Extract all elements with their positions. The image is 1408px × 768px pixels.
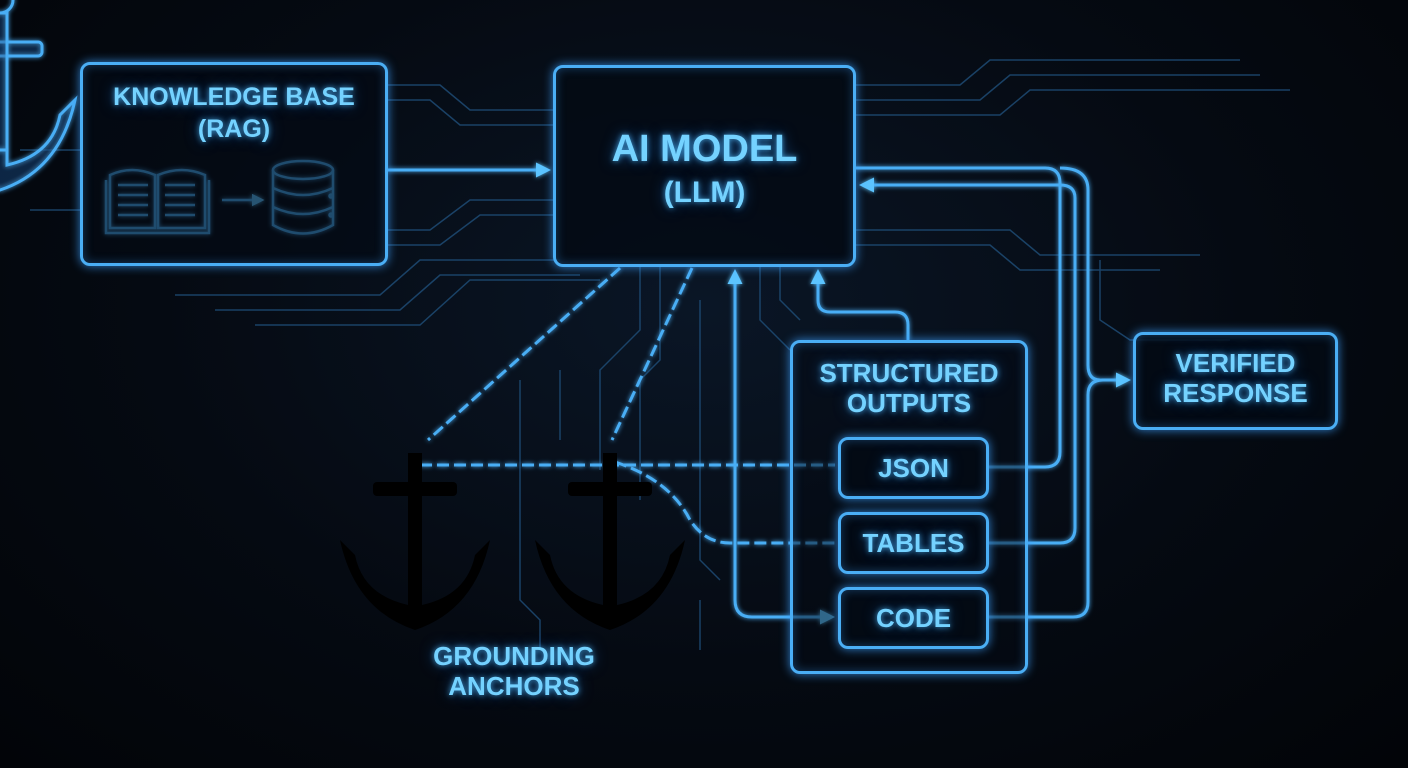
ai-to-verified-line (1059, 166, 1101, 382)
output-code: CODE (838, 587, 989, 649)
ai-to-code-arrow (733, 599, 835, 625)
title-line-1: STRUCTURED (819, 358, 999, 388)
grounding-line-1: GROUNDING (433, 641, 595, 671)
grounding-line-2: ANCHORS (448, 670, 580, 701)
anchor-icon (533, 425, 687, 632)
output-json: JSON (838, 437, 989, 499)
tables-feedback-line (859, 177, 1077, 545)
grounding-anchors-label: GROUNDING ANCHORS (394, 641, 634, 702)
output-tables-label: TABLES (862, 528, 965, 558)
ai-model-box: AI MODEL (LLM) (553, 65, 856, 267)
circuit-traces (20, 59, 1290, 650)
json-feedback-line (855, 166, 1062, 469)
chain-icon (420, 266, 835, 545)
ai-model-subtitle: (LLM) (663, 176, 746, 209)
ai-model-title: AI MODEL (611, 128, 798, 170)
outputs-to-ai-arrow (810, 269, 910, 340)
anchor-icon (338, 425, 492, 632)
verified-response-box: VERIFIED RESPONSE (1133, 332, 1338, 430)
output-json-label: JSON (878, 453, 949, 483)
output-code-label: CODE (875, 603, 952, 633)
verified-line-2: RESPONSE (1163, 377, 1308, 408)
knowledge-base-box: KNOWLEDGE BASE (RAG) (80, 62, 388, 266)
anchor-icon (0, 0, 78, 192)
output-tables: TABLES (838, 512, 989, 574)
knowledge-base-subtitle: (RAG) (197, 115, 271, 143)
title-line-2: OUTPUTS (846, 387, 972, 418)
verified-response-label: VERIFIED RESPONSE (1136, 348, 1335, 409)
structured-outputs-title: STRUCTURED OUTPUTS (793, 358, 1025, 419)
knowledge-base-title: KNOWLEDGE BASE (113, 83, 355, 111)
verified-line-1: VERIFIED (1175, 348, 1296, 378)
